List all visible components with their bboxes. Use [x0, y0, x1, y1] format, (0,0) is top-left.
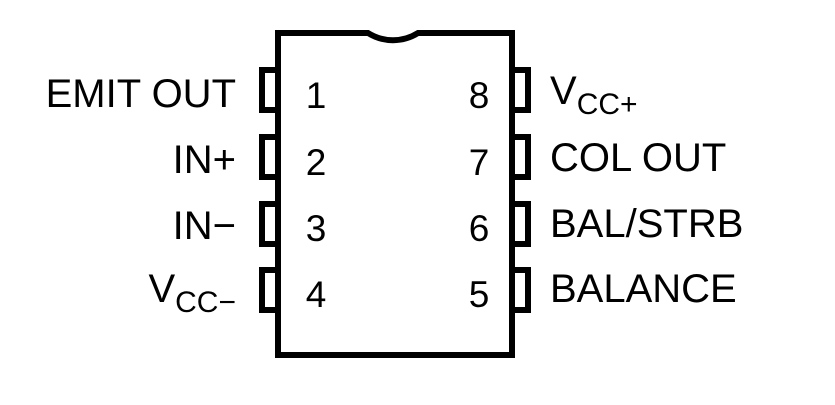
pin-6-number: 6 [469, 208, 490, 249]
pin-3-tab [259, 201, 275, 247]
pin-1-number: 1 [306, 75, 327, 116]
pin-5-number: 5 [469, 274, 490, 315]
pin-4-number: 4 [306, 274, 327, 315]
pin-1-label: EMIT OUT [46, 72, 236, 116]
pin-2-number: 2 [306, 142, 327, 183]
pin-4-tab [259, 267, 275, 313]
pin-8-number: 8 [469, 75, 490, 116]
pin-7-tab [515, 134, 531, 180]
pin-4-label-subscript: CC− [175, 286, 236, 319]
pin-4-label-main: V [148, 267, 175, 311]
pin-6-label: BAL/STRB [550, 202, 743, 246]
pin-5-tab [515, 267, 531, 313]
pin-4-label: VCC− [148, 267, 236, 319]
chip-body [275, 30, 515, 358]
pin-1-tab [259, 67, 275, 113]
pin-5-label: BALANCE [550, 267, 737, 311]
pin-3-label: IN− [173, 204, 236, 248]
pin-3-number: 3 [306, 208, 327, 249]
pin-8-label-main: V [550, 69, 577, 113]
pin-8-label-subscript: CC+ [577, 88, 638, 121]
pin-2-label: IN+ [173, 138, 236, 182]
pin-7-number: 7 [469, 142, 490, 183]
pin-2-tab [259, 134, 275, 180]
pin-7-label: COL OUT [550, 136, 726, 180]
pin-8-label: VCC+ [550, 69, 638, 121]
pin-8-tab [515, 67, 531, 113]
pin-6-tab [515, 201, 531, 247]
